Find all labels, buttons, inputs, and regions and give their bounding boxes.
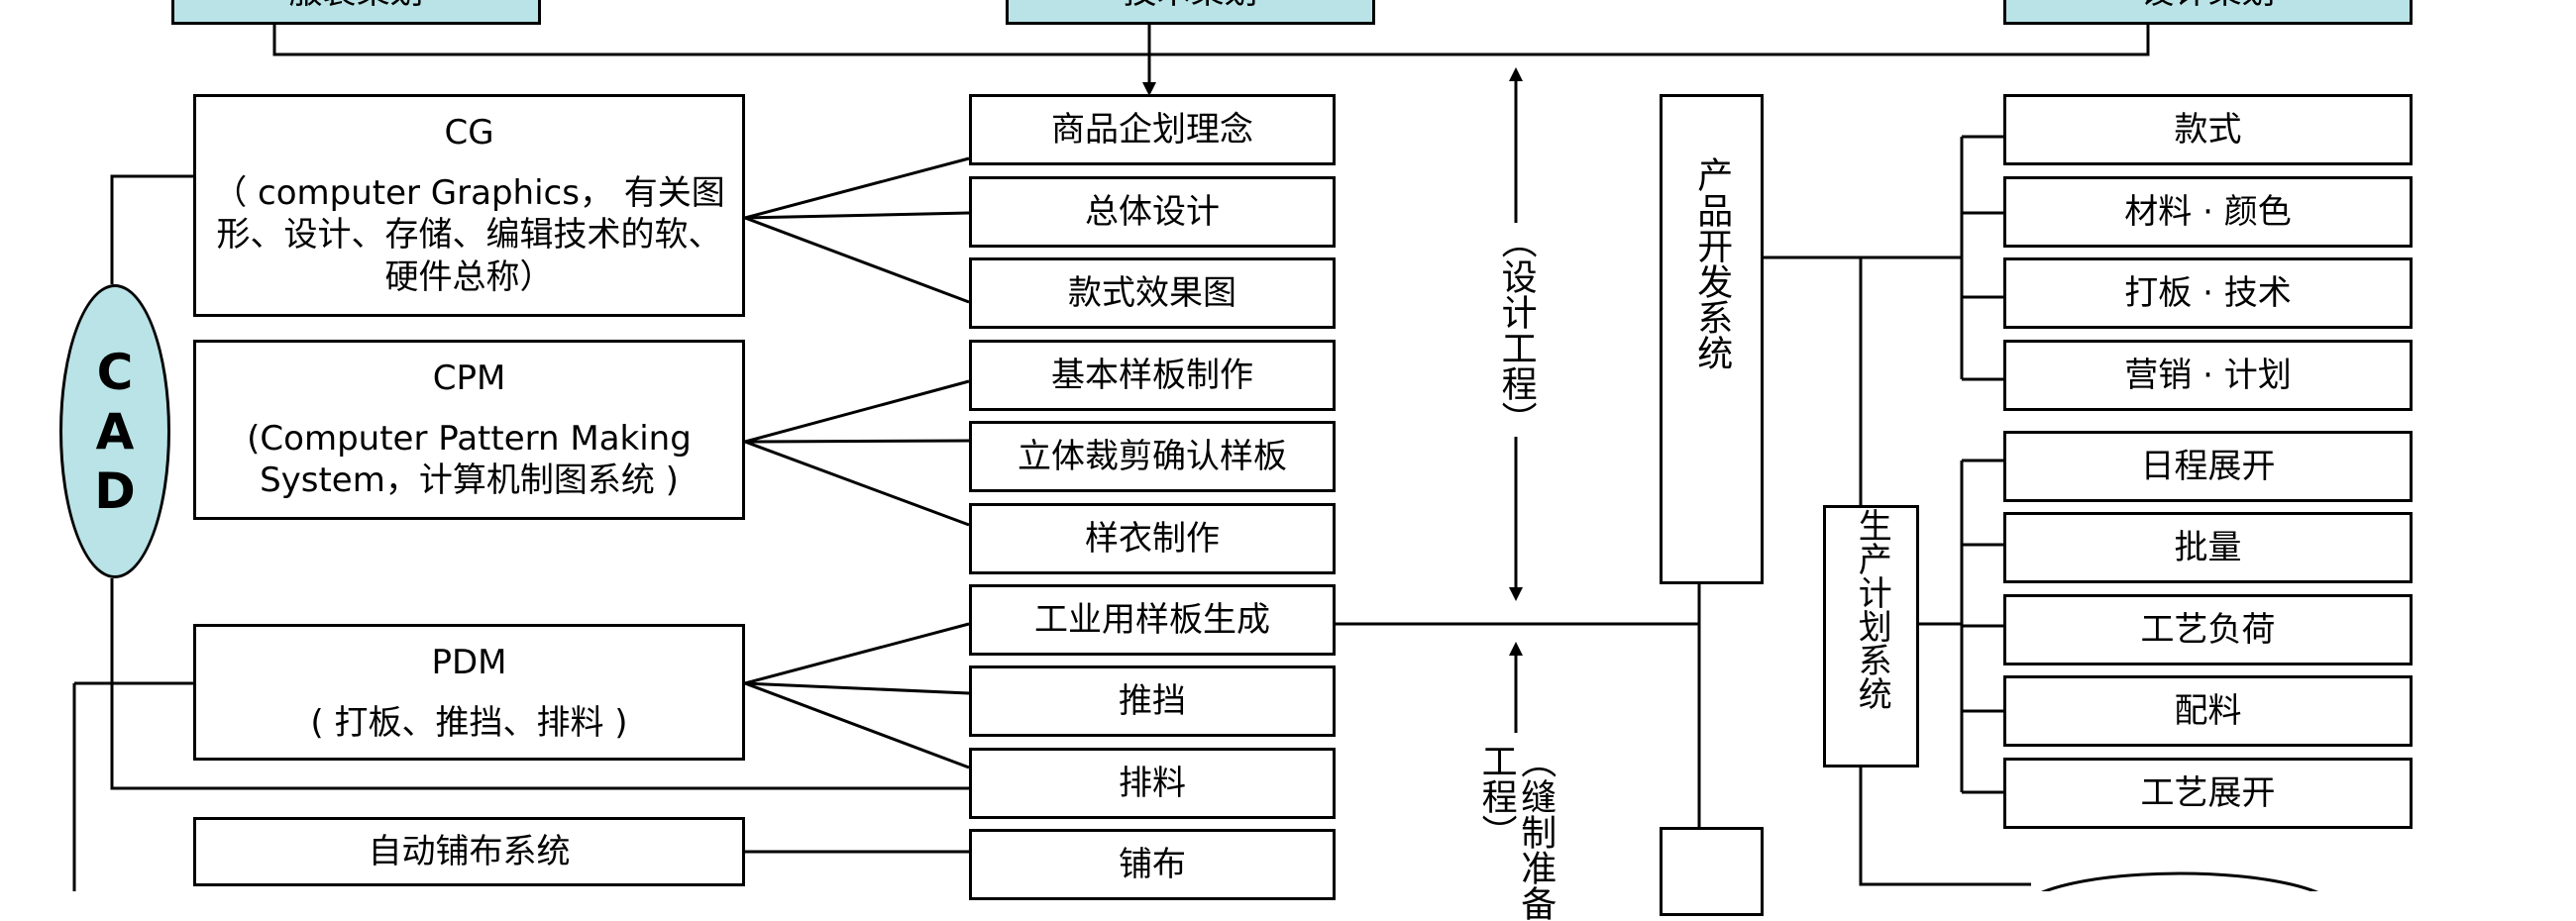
right-top-item-1: 款式: [2003, 94, 2413, 165]
cad-letter-c: C: [96, 343, 134, 401]
mid-item-4: 基本样板制作: [969, 340, 1336, 411]
right-bottom-item-4: 配料: [2003, 675, 2413, 747]
product-dev-system-box: 产品开发系统: [1660, 94, 1764, 584]
bottom-system-box: [1660, 827, 1764, 916]
right-top-item-2: 材料 · 颜色: [2003, 176, 2413, 248]
pdm-title: PDM: [431, 643, 507, 682]
mid-item-7: 工业用样板生成: [969, 584, 1336, 656]
production-plan-system-box: 生产计划系统: [1823, 505, 1919, 768]
mid-item-2: 总体设计: [969, 176, 1336, 248]
right-bottom-item-1: 日程展开: [2003, 431, 2413, 502]
bottom-ellipse: [2040, 871, 2319, 891]
sewing-prep-label: （缝制准备工程）: [1475, 743, 1556, 921]
right-bottom-item-5: 工艺展开: [2003, 758, 2413, 829]
mid-item-1: 商品企划理念: [969, 94, 1336, 165]
pdm-box: PDM ( 打板、推挡、排料 ): [193, 624, 745, 761]
cad-ellipse: C A D: [59, 284, 170, 578]
right-top-item-4: 营销 · 计划: [2003, 340, 2413, 411]
cad-letter-d: D: [94, 461, 136, 520]
connector-lines: [72, 22, 2319, 891]
right-bottom-item-2: 批量: [2003, 512, 2413, 583]
top-box-apparel: 服装策划: [171, 0, 541, 25]
cpm-box: CPM (Computer Pattern Making System，计算机制…: [193, 340, 745, 520]
mid-item-6: 样衣制作: [969, 503, 1336, 574]
right-top-item-3: 打板 · 技术: [2003, 257, 2413, 329]
cad-letter-a: A: [95, 402, 135, 460]
mid-item-5: 立体裁剪确认样板: [969, 421, 1336, 492]
cpm-desc: (Computer Pattern Making System，计算机制图系统 …: [247, 418, 692, 501]
top-box-design: 设计策划: [2003, 0, 2413, 25]
cg-title: CG: [444, 113, 494, 153]
flowchart: 服装策划 技术策划 设计策划 C A D CG （ computer Graph…: [59, 0, 2413, 921]
design-engineering-label: （设计工程）: [1495, 223, 1537, 437]
pdm-desc: ( 打板、推挡、排料 ): [310, 702, 628, 743]
mid-item-8: 推挡: [969, 665, 1336, 737]
cg-desc: （ computer Graphics， 有关图形、设计、存储、编辑技术的软、硬…: [213, 172, 725, 297]
production-plan-system-label: 生产计划系统: [1852, 508, 1892, 710]
auto-spreading-box: 自动铺布系统: [193, 817, 745, 886]
mid-item-9: 排料: [969, 748, 1336, 819]
top-box-technical: 技术策划: [1006, 0, 1375, 25]
mid-item-3: 款式效果图: [969, 257, 1336, 329]
cpm-title: CPM: [432, 358, 506, 398]
product-dev-system-label: 产品开发系统: [1691, 156, 1733, 370]
cg-box: CG （ computer Graphics， 有关图形、设计、存储、编辑技术的…: [193, 94, 745, 317]
right-bottom-item-3: 工艺负荷: [2003, 594, 2413, 665]
mid-item-10: 铺布: [969, 829, 1336, 900]
